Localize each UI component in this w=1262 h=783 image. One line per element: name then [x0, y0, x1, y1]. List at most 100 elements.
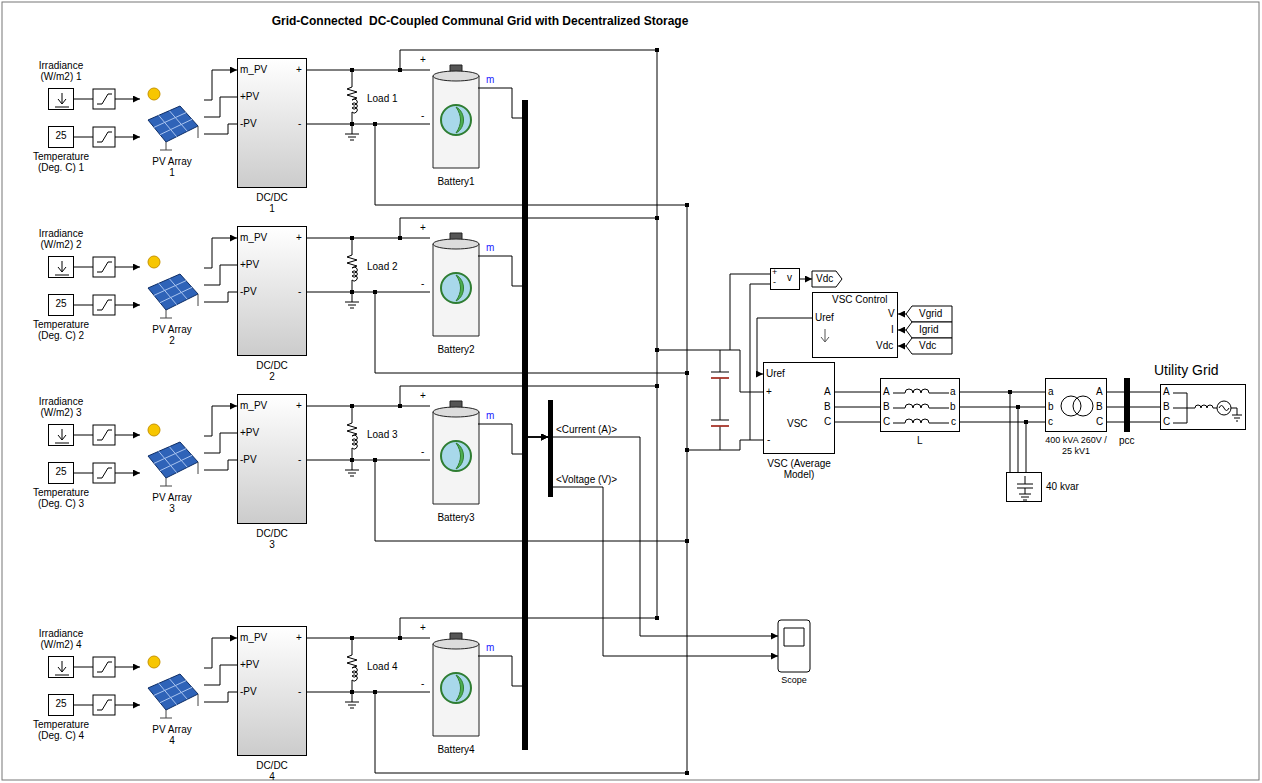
- battery-top: [433, 407, 479, 417]
- junction-dot: [685, 371, 689, 375]
- signal-icon: [55, 429, 69, 443]
- scope-body: [778, 620, 810, 672]
- signal-line: [307, 292, 430, 293]
- block-label: -: [421, 446, 424, 458]
- block-label: DC/DC 4: [254, 760, 290, 782]
- block-label: A: [824, 386, 831, 398]
- battery-body: [433, 244, 479, 336]
- rl-load-symbol: [347, 420, 357, 450]
- signal-line: [800, 279, 812, 280]
- signal-line: [307, 692, 430, 693]
- pv-array: PV Array 1: [140, 80, 204, 152]
- signal-line: [835, 392, 880, 393]
- block-label: PV Array 3: [150, 492, 194, 514]
- block-label: I: [891, 324, 894, 336]
- block-label: VSC (Average Model): [759, 458, 839, 480]
- battery-port: [478, 424, 482, 425]
- block-label: a: [950, 386, 956, 398]
- saturation-curve: [97, 94, 112, 104]
- block-label: C: [883, 416, 890, 428]
- voltage-measurement: +-v: [770, 268, 800, 290]
- saturation-curve: [97, 662, 112, 672]
- block-label: <Current (A)>: [556, 424, 617, 436]
- signal-line: [307, 460, 430, 461]
- panel-grid: [154, 679, 192, 705]
- battery-port: [478, 88, 482, 89]
- block-label: -: [767, 434, 770, 446]
- rl-load-symbol: [347, 252, 357, 282]
- block-label: Load 2: [367, 261, 398, 273]
- pv-array: PV Array 2: [140, 248, 204, 320]
- block-label: m: [486, 242, 494, 254]
- battery-emblem: [441, 273, 471, 303]
- signal-line: [204, 70, 237, 100]
- sun-icon: [148, 88, 160, 100]
- bus-selector: <Current (A)><Voltage (V)>: [548, 400, 553, 497]
- signal-line: [1107, 392, 1124, 393]
- block-label: Load 1: [367, 93, 398, 105]
- block-label: Irradiance (W/m2) 4: [30, 628, 92, 650]
- battery-port: [478, 256, 482, 257]
- saturation-curve: [97, 430, 112, 440]
- pcc-bus: pcc: [1124, 378, 1130, 432]
- saturation-block: [93, 463, 115, 483]
- block-icon: [881, 379, 961, 433]
- block-icon: [340, 420, 364, 450]
- junction-dot: [655, 616, 659, 620]
- signal-line: [204, 665, 237, 685]
- sun-icon: [148, 256, 160, 268]
- signal-line: [482, 88, 548, 437]
- block-label: -PV: [240, 118, 257, 130]
- block-label: m_PV: [240, 232, 267, 244]
- saturation-block: [93, 89, 115, 109]
- signal-line: [960, 422, 1045, 423]
- diagram-title: Grid-Connected DC-Coupled Communal Grid …: [200, 14, 760, 28]
- block-label: B: [883, 401, 890, 413]
- solar-panel: [148, 674, 198, 710]
- block-label: Scope: [774, 675, 814, 686]
- signal-line: [1130, 392, 1160, 393]
- scope-block: Scope: [778, 620, 810, 672]
- block-label: Temperature (Deg. C) 1: [26, 151, 96, 173]
- junction-dot: [685, 539, 689, 543]
- block-label: PV Array 2: [150, 324, 194, 346]
- subsystem-arrow: [821, 329, 829, 342]
- block-label: <Voltage (V)>: [556, 474, 617, 486]
- sun-icon: [148, 656, 160, 668]
- block-label: -: [298, 118, 301, 130]
- junction-dot: [685, 203, 689, 207]
- signal-line: [204, 265, 237, 285]
- source-impedance: [1173, 393, 1217, 423]
- signal-line: [482, 437, 548, 686]
- panel-stand: [160, 462, 198, 486]
- shunt-tap-wire: [1010, 392, 1026, 472]
- block-label: b: [950, 401, 956, 413]
- source-block: Irradiance (W/m2) 4: [48, 656, 74, 678]
- block-label: PV Array 4: [150, 724, 194, 746]
- block-label: 25: [48, 130, 74, 141]
- block-label: Uref: [815, 312, 834, 324]
- signal-line: [204, 97, 237, 117]
- signal-icon: [55, 261, 69, 275]
- signal-line: [204, 292, 237, 302]
- signal-line: [307, 124, 430, 125]
- block-label: Irradiance (W/m2) 2: [30, 228, 92, 250]
- block-icon: [140, 648, 204, 720]
- signal-line: [1130, 422, 1160, 423]
- block-label: C: [824, 416, 831, 428]
- block-label: +: [420, 390, 426, 402]
- block-label: Load 3: [367, 429, 398, 441]
- sun-icon: [148, 424, 160, 436]
- block-icon: [49, 425, 75, 447]
- signal-line: [307, 406, 430, 407]
- solar-panel: [148, 274, 198, 310]
- block-label: -PV: [240, 454, 257, 466]
- battery-leaf: [456, 275, 464, 301]
- battery-emblem: [441, 441, 471, 471]
- block-label: m_PV: [240, 64, 267, 76]
- block-label: Battery4: [428, 744, 484, 755]
- source-block: Irradiance (W/m2) 1: [48, 88, 74, 110]
- dcdc-converter: m_PV+PV-PV+-DC/DC 3: [237, 394, 307, 524]
- block-icon: [49, 657, 75, 679]
